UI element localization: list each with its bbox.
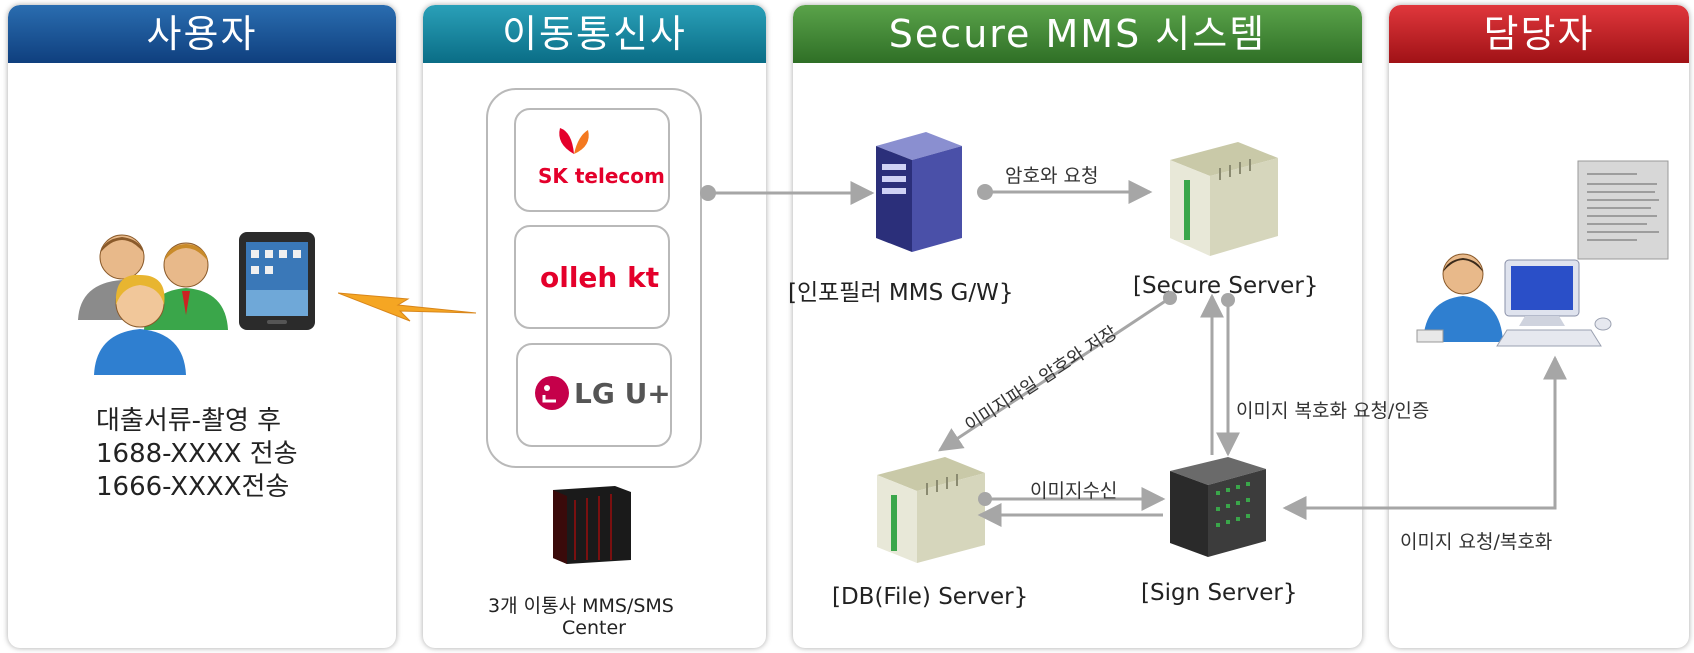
arrow-dot-gateway: [977, 184, 993, 200]
users-group-icon: [78, 234, 228, 375]
lgu-logo-box: LG U+: [516, 343, 672, 447]
skt-butterfly-icon: [559, 128, 589, 154]
gateway-server-icon: [876, 132, 962, 252]
kt-logo-box: olleh kt: [514, 225, 670, 329]
sign-server-label: [Sign Server}: [1141, 580, 1298, 606]
admin-column-header: 담당자: [1389, 5, 1689, 63]
arrow-dot-db: [978, 492, 992, 506]
kt-logo-text: olleh kt: [540, 261, 660, 294]
skt-logo-box: SK telecom: [514, 108, 670, 212]
system-column-header: Secure MMS 시스템: [793, 5, 1362, 63]
user-instruction-line3: 1666-XXXX전송: [96, 472, 290, 502]
wireless-lightning-icon: [338, 292, 477, 322]
arrow-dot-secure-diag: [1163, 291, 1177, 305]
user-panel: 사용자: [8, 5, 396, 648]
edge-label-image-encrypt-store: 이미지파일 암호와 저장: [961, 322, 1121, 436]
user-column-header: 사용자: [8, 5, 396, 63]
db-server-icon: [877, 457, 985, 563]
sms-center-server-icon: [553, 486, 631, 564]
admin-operator-icon: [1416, 253, 1612, 347]
user-instruction-line2: 1688-XXXX 전송: [96, 439, 298, 469]
lg-circle-icon: [535, 376, 569, 410]
lgu-logo-text: LG U+: [574, 377, 671, 410]
arrow-admin-sign-elbow: [1282, 355, 1567, 520]
arrow-dot-secure-right: [1221, 293, 1235, 307]
tablet-icon: [239, 232, 315, 330]
carrier-column-header: 이동통신사: [423, 5, 766, 63]
center-label-line1: 3개 이통사 MMS/SMS: [488, 595, 674, 617]
sign-server-icon: [1170, 457, 1266, 557]
gateway-label: [인포필러 MMS G/W}: [788, 280, 1014, 306]
skt-logo-text: SK telecom: [538, 164, 665, 188]
user-instruction-line1: 대출서류-촬영 후: [96, 406, 282, 436]
arrow-secure-to-db: [937, 296, 1171, 452]
secure-server-icon: [1170, 142, 1278, 256]
edge-label-image-receive: 이미지수신: [1030, 480, 1117, 502]
edge-label-image-decrypt-auth: 이미지 복호화 요청/인증: [1236, 400, 1429, 422]
edge-label-encrypt-request: 암호와 요청: [1005, 165, 1098, 187]
edge-label-image-request-decrypt: 이미지 요청/복호화: [1400, 531, 1552, 553]
db-server-label: [DB(File) Server}: [832, 584, 1029, 610]
center-label-line2: Center: [562, 617, 626, 639]
document-image-icon: [1577, 160, 1669, 260]
arrow-dot-carrier: [700, 185, 716, 201]
